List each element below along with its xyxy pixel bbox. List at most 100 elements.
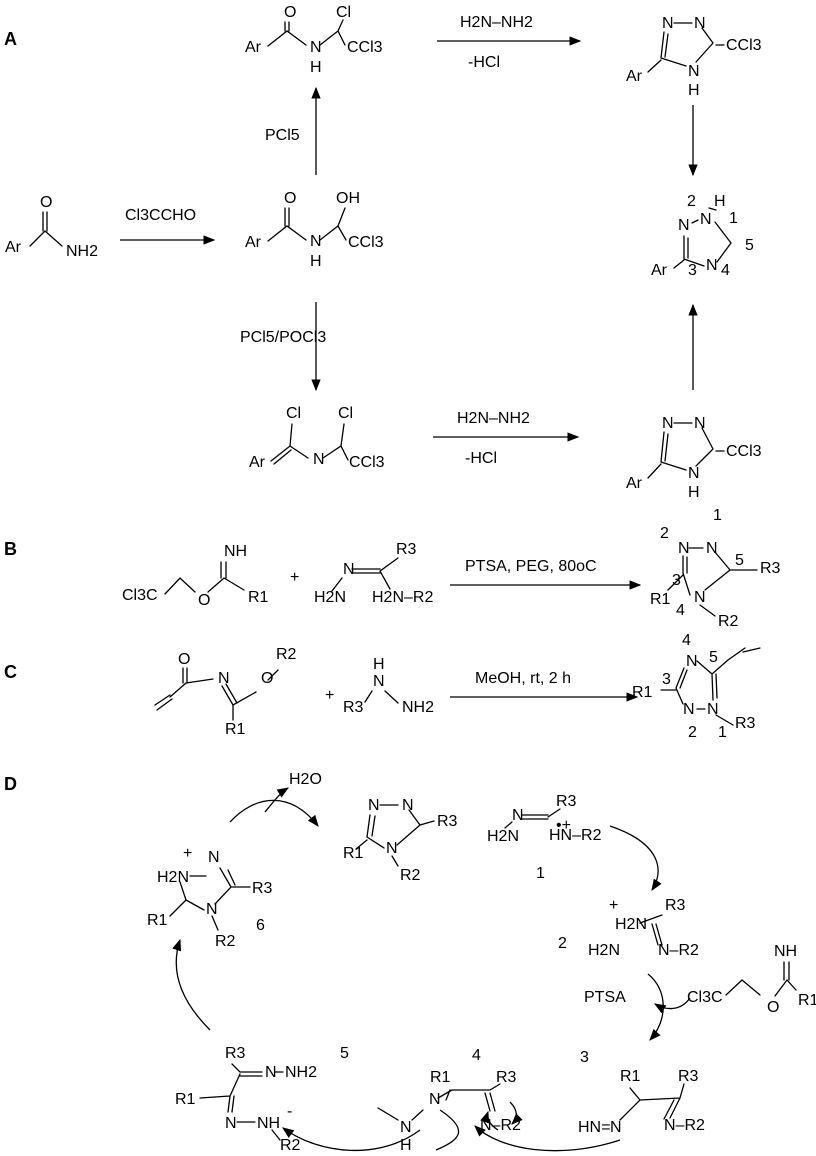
arrow-d-cycle-top: [229, 799, 319, 827]
svg-text:O: O: [198, 592, 210, 609]
svg-text:O: O: [261, 670, 273, 687]
svg-text:O: O: [284, 190, 296, 207]
svg-text:R1: R1: [225, 721, 246, 738]
svg-text:1: 1: [536, 865, 545, 882]
svg-text:R2: R2: [400, 867, 421, 884]
svg-text:R3: R3: [556, 793, 577, 810]
reagent-hydrazine-top: H2N–NH2: [460, 14, 533, 31]
svg-text:R3: R3: [665, 897, 686, 914]
svg-text:3: 3: [672, 572, 681, 589]
hemiaminal-molecule: Ar O N H OH CCl3: [245, 190, 384, 270]
svg-text:H: H: [688, 82, 700, 99]
svg-text:R1: R1: [650, 591, 671, 608]
plus-charge: +: [609, 897, 618, 914]
svg-text:R2: R2: [276, 646, 297, 663]
reagent-minus-hcl-bottom: -HCl: [465, 450, 497, 467]
imidate-reactant-d: Cl3C O NH R1: [687, 943, 816, 1016]
substituted-hydrazine-c: H N R3 NH2: [343, 656, 434, 716]
svg-text:3: 3: [580, 1049, 589, 1066]
reagent-pcl5-pocl3: PCl5/POCl3: [240, 329, 326, 346]
svg-text:4: 4: [682, 632, 691, 649]
svg-text:Ar: Ar: [249, 454, 266, 471]
imidate-reactant-b: Cl3C O NH R1: [122, 543, 269, 609]
svg-text:NH: NH: [774, 943, 797, 960]
vinyl-triazole-product-c: 4 N 5 3 R1 N N 1 2 R3: [632, 632, 761, 741]
svg-text:N: N: [686, 653, 698, 670]
aryl-amide-molecule: Ar O NH2: [5, 194, 98, 260]
reagent-hydrazine-bottom: H2N–NH2: [457, 410, 530, 427]
svg-text:N: N: [386, 840, 398, 857]
svg-text:5: 5: [735, 552, 744, 569]
svg-text:O: O: [767, 999, 779, 1016]
svg-text:Ar: Ar: [5, 239, 22, 256]
svg-text:H: H: [373, 656, 385, 673]
svg-text:N: N: [678, 217, 690, 234]
arrow-d-push-b: [480, 1110, 499, 1131]
panel-label-b: B: [4, 539, 17, 559]
svg-text:Ar: Ar: [626, 68, 643, 85]
svg-text:H: H: [400, 1137, 412, 1154]
numbered-triazole: 2 N H 1 N 5 N 4 3 Ar: [651, 193, 754, 279]
acyl-imidate-reactant-c: O N O R2 R1: [154, 646, 297, 738]
triazole-product-b: 1 2 N N 5 R3 3 N 4 R1 R2: [650, 507, 781, 630]
svg-text:O: O: [40, 194, 52, 211]
svg-text:6: 6: [256, 917, 265, 934]
svg-text:N: N: [343, 561, 355, 578]
svg-text:R3: R3: [437, 813, 458, 830]
reagent-pcl5: PCl5: [265, 127, 300, 144]
svg-text:N: N: [688, 63, 700, 80]
svg-text:3: 3: [662, 671, 671, 688]
reagent-minus-hcl-top: -HCl: [468, 54, 500, 71]
svg-text:R1: R1: [147, 912, 168, 929]
svg-text:R3: R3: [735, 715, 756, 732]
svg-text:NH2: NH2: [285, 1064, 317, 1081]
svg-text:Cl: Cl: [338, 405, 353, 422]
svg-text:R3: R3: [678, 1068, 699, 1085]
svg-text:Ar: Ar: [626, 475, 643, 492]
arrow-d-push-c: [435, 1109, 460, 1151]
panel-label-d: D: [4, 774, 17, 794]
svg-text:2: 2: [688, 724, 697, 741]
svg-text:R1: R1: [248, 589, 269, 606]
svg-text:N: N: [373, 673, 385, 690]
svg-text:H2N: H2N: [487, 828, 519, 845]
svg-text:HN=: HN=: [578, 1119, 610, 1136]
svg-text:HN–R2: HN–R2: [549, 827, 602, 844]
svg-text:1: 1: [718, 724, 727, 741]
svg-text:4: 4: [472, 1047, 481, 1064]
plus-b: +: [290, 569, 299, 586]
svg-text:R1: R1: [798, 992, 816, 1009]
water-label: H2O: [289, 771, 322, 788]
svg-text:3: 3: [688, 262, 697, 279]
plus-charge-6: +: [183, 845, 192, 862]
svg-text:CCl3: CCl3: [348, 234, 384, 251]
svg-text:Cl: Cl: [286, 405, 301, 422]
svg-text:N: N: [662, 15, 674, 32]
svg-text:N: N: [400, 1119, 412, 1136]
svg-text:N: N: [512, 807, 524, 824]
svg-text:N: N: [368, 797, 380, 814]
svg-text:R2: R2: [280, 1137, 301, 1154]
svg-text:R1: R1: [632, 684, 653, 701]
intermediate-2: + R3 H2N H2N N–R2 2: [558, 897, 699, 959]
svg-text:H2N–R2: H2N–R2: [372, 589, 433, 606]
svg-text:1: 1: [729, 210, 738, 227]
svg-text:5: 5: [745, 237, 754, 254]
svg-text:N: N: [694, 15, 706, 32]
svg-text:N: N: [662, 415, 674, 432]
svg-text:H2N: H2N: [615, 916, 647, 933]
svg-text:N: N: [218, 670, 230, 687]
svg-text:N: N: [707, 701, 719, 718]
arrow-d-push-a: [509, 1101, 523, 1125]
chloro-amide-molecule: Ar O N H Cl CCl3: [245, 4, 383, 76]
svg-text:Cl: Cl: [336, 4, 351, 21]
svg-text:N–R2: N–R2: [658, 942, 699, 959]
plus-c: +: [325, 687, 334, 704]
svg-text:R3: R3: [396, 541, 417, 558]
arrow-d-4-5: [282, 1127, 421, 1152]
intermediate-6: + H2N N R3 N R1 R2 6: [147, 845, 273, 950]
svg-text:N: N: [706, 257, 718, 274]
svg-text:H: H: [310, 253, 322, 270]
svg-text:H2N: H2N: [588, 942, 620, 959]
svg-text:R3: R3: [343, 699, 364, 716]
